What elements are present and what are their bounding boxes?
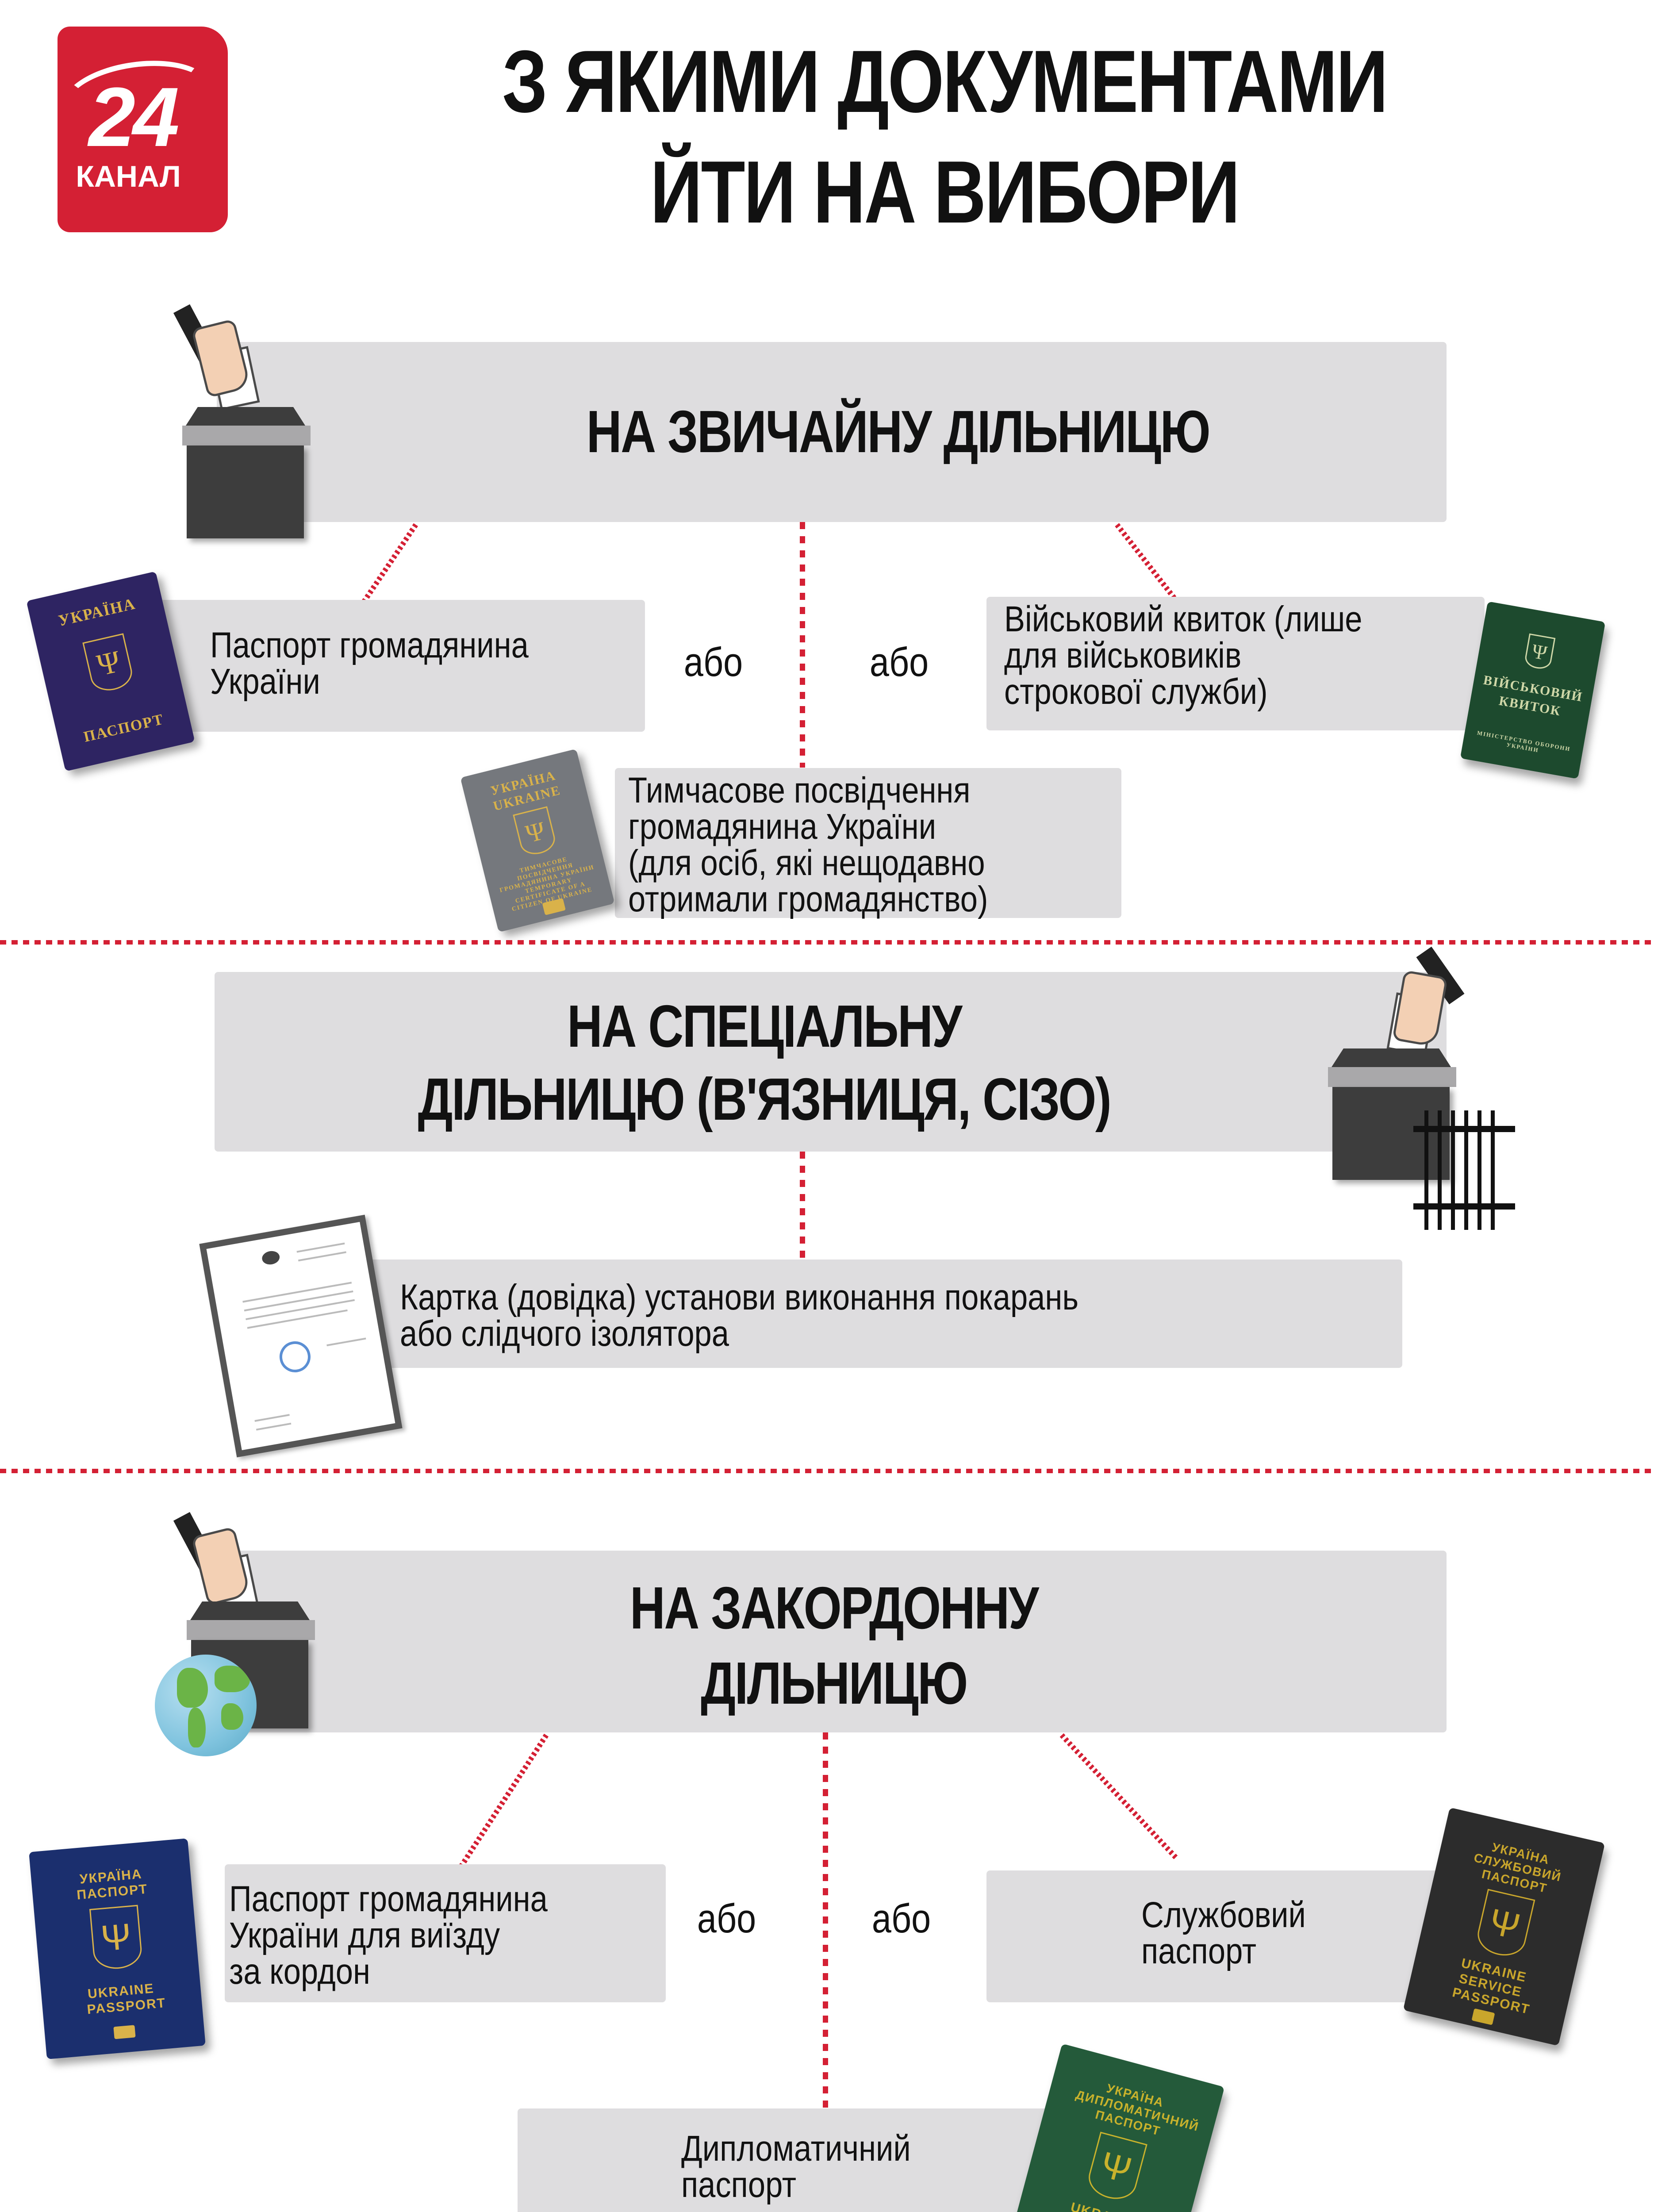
certificate-document-icon bbox=[199, 1214, 403, 1458]
connector-center bbox=[800, 1152, 805, 1258]
foreign-passport-icon: УКРАЇНА ПАСПОРТ Ψ UKRAINE PASSPORT bbox=[29, 1838, 206, 2059]
temporary-certificate-icon: УКРАЇНА UKRAINE Ψ ТИМЧАСОВЕ ПОСВІДЧЕННЯ … bbox=[460, 749, 615, 933]
globe-icon bbox=[155, 1655, 257, 1756]
document-label: Паспорт громадянина України для виїзду з… bbox=[229, 1879, 548, 1992]
logo-number: 24 bbox=[88, 70, 179, 164]
page-title: З ЯКИМИ ДОКУМЕНТАМИ ЙТИ НА ВИБОРИ bbox=[373, 27, 1516, 248]
document-box: Військовий квиток (лише для військовиків… bbox=[986, 597, 1485, 730]
document-label: Паспорт громадянина України bbox=[210, 625, 529, 702]
document-label: Тимчасове посвідчення громадянина Україн… bbox=[628, 770, 988, 919]
prison-bars-icon bbox=[1413, 1110, 1515, 1230]
or-label: або bbox=[871, 1896, 931, 1941]
connector-center bbox=[800, 522, 805, 768]
section-divider bbox=[0, 1469, 1654, 1473]
section-header-box: НА ЗВИЧАЙНУ ДІЛЬНИЦЮ bbox=[217, 342, 1447, 522]
channel-24-logo: 24 КАНАЛ bbox=[58, 27, 228, 232]
connector-right bbox=[1059, 1733, 1178, 1860]
document-box: Тимчасове посвідчення громадянина Україн… bbox=[615, 768, 1121, 918]
document-box: Службовий паспорт bbox=[986, 1870, 1485, 2002]
section-header-box: НА ЗАКОРДОННУ ДІЛЬНИЦЮ bbox=[221, 1551, 1447, 1732]
document-label: Дипломатичний паспорт bbox=[681, 2128, 911, 2205]
document-label: Службовий паспорт bbox=[1141, 1895, 1306, 1971]
section-header-title: НА СПЕЦІАЛЬНУ ДІЛЬНИЦЮ (В'ЯЗНИЦЯ, СІЗО) bbox=[418, 993, 1112, 1133]
document-box: Картка (довідка) установи виконання пока… bbox=[360, 1260, 1402, 1368]
section-header-title: НА ЗАКОРДОННУ ДІЛЬНИЦЮ bbox=[629, 1575, 1039, 1717]
logo-label: КАНАЛ bbox=[76, 160, 181, 193]
service-passport-icon: УКРАЇНА СЛУЖБОВИЙ ПАСПОРТ Ψ UKRAINE SERV… bbox=[1403, 1807, 1605, 2046]
section-header-box: НА СПЕЦІАЛЬНУ ДІЛЬНИЦЮ (В'ЯЗНИЦЯ, СІЗО) bbox=[215, 972, 1447, 1152]
document-label: Військовий квиток (лише для військовиків… bbox=[1004, 599, 1362, 712]
document-box: Паспорт громадянина України bbox=[150, 600, 645, 732]
or-label: або bbox=[683, 640, 743, 685]
section-divider bbox=[0, 940, 1654, 945]
title-line-1: З ЯКИМИ ДОКУМЕНТАМИ bbox=[502, 32, 1388, 131]
or-label: або bbox=[697, 1896, 756, 1941]
document-label: Картка (довідка) установи виконання пока… bbox=[400, 1277, 1079, 1354]
document-box: Паспорт громадянина України для виїзду з… bbox=[225, 1864, 666, 2002]
title-line-2: ЙТИ НА ВИБОРИ bbox=[650, 143, 1240, 242]
ballot-box-globe-icon bbox=[173, 1509, 332, 1728]
or-label: або bbox=[869, 640, 929, 685]
section-header-title: НА ЗВИЧАЙНУ ДІЛЬНИЦЮ bbox=[586, 398, 1211, 465]
connector-left bbox=[457, 1733, 549, 1870]
ballot-box-prison-icon bbox=[1314, 942, 1473, 1180]
ballot-box-icon bbox=[173, 301, 332, 538]
connector-center bbox=[823, 1732, 828, 2108]
